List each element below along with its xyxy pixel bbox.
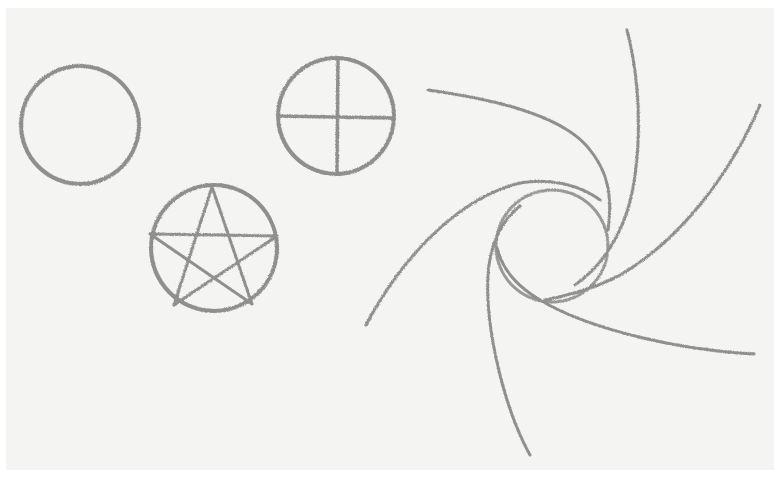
pentagram-circle-symbol <box>150 185 277 311</box>
plain-circle-symbol <box>21 66 139 184</box>
spiral-vortex-symbol <box>366 30 760 455</box>
circle-with-cross-symbol <box>278 58 394 174</box>
